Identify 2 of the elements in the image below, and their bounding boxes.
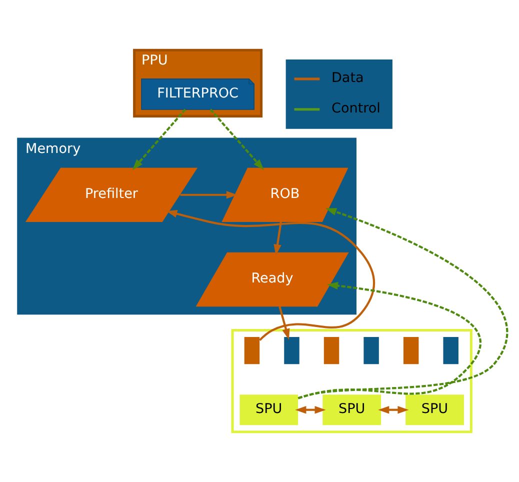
legend-label: Data: [332, 70, 364, 86]
legend-label: Control: [332, 100, 380, 117]
